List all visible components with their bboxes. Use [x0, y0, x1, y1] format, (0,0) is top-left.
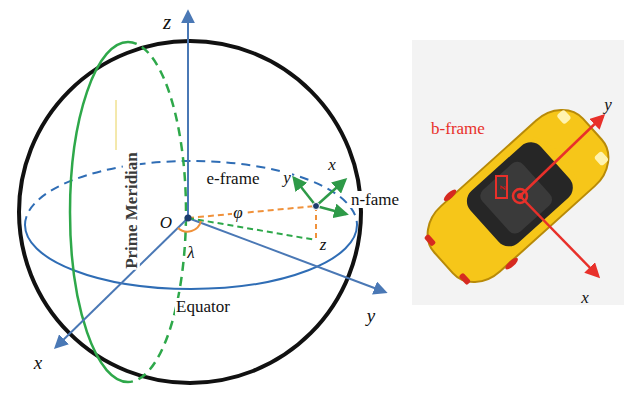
meridian-front	[70, 42, 128, 382]
n-z-axis	[316, 206, 346, 214]
origin-label: O	[159, 214, 173, 231]
axis-label: x	[580, 289, 590, 306]
axis-label: x	[33, 353, 43, 372]
axis-label: z	[162, 12, 172, 33]
longitude-arc	[178, 221, 201, 232]
n-y-axis	[294, 178, 316, 206]
n-x-axis	[316, 180, 345, 206]
car-panel	[412, 40, 624, 305]
axis-label: y	[282, 169, 292, 186]
b-y-axis	[520, 116, 603, 196]
frame-label: e-frame	[206, 170, 261, 187]
car-figure	[411, 93, 625, 300]
angle-label: λ	[186, 244, 195, 261]
axis-label: z	[496, 184, 507, 190]
b-x-axis	[520, 196, 598, 276]
axis-label: y	[366, 306, 376, 325]
projection-line	[188, 218, 316, 240]
position-dot	[313, 203, 320, 210]
axis-label: z	[319, 236, 328, 253]
angle-label: φ	[232, 204, 243, 221]
origin-dot	[185, 215, 192, 222]
meridian-tick	[116, 100, 117, 150]
z-axis	[187, 12, 189, 218]
axis-label: y	[603, 96, 613, 113]
equator-label: Equator	[175, 298, 231, 315]
b-origin-dot	[517, 193, 523, 199]
meridian-label: Prime Meridian	[122, 151, 139, 270]
frame-label: n-fame	[350, 191, 400, 208]
b-origin	[513, 189, 527, 203]
globe-outline	[19, 41, 361, 383]
equator-back	[25, 161, 357, 225]
y-axis	[188, 218, 385, 292]
height-line	[315, 206, 317, 240]
frame-label: b-frame	[430, 120, 486, 137]
b-z-marker	[496, 176, 507, 198]
radius-line	[188, 206, 316, 218]
axis-label: x	[327, 156, 337, 173]
